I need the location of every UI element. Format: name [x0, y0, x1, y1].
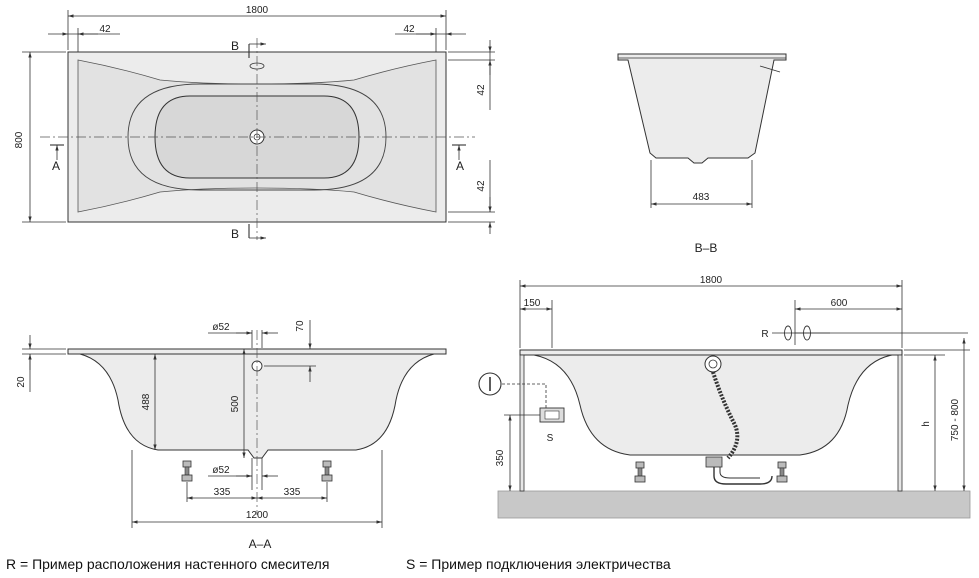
panel-right: [897, 354, 903, 492]
section-bb-title: B–B: [695, 241, 718, 255]
label-h: h: [921, 421, 932, 427]
section-marker-bottom: B: [231, 227, 239, 241]
dim-socket-offset: 150: [524, 298, 541, 309]
bb-profile: [617, 53, 787, 164]
dim-depth: 800: [14, 131, 25, 148]
dim-height-range: 750 - 800: [950, 398, 961, 441]
section-bb: 483 B–B: [617, 53, 787, 255]
side-overflow: [704, 355, 722, 373]
panel-left: [519, 354, 525, 492]
dim-aa-total-depth: 500: [230, 395, 241, 412]
dim-aa-foot-left: 335: [214, 487, 231, 498]
side-view: 1800 150 600 R S 350 h 750 - 800: [478, 275, 971, 519]
dim-aa-drain-dia-top: ø52: [212, 322, 230, 333]
dim-aa-drain-height: 70: [295, 320, 306, 332]
dim-right-rim: 42: [403, 24, 415, 35]
aa-foot-right: [321, 460, 333, 482]
waste-pipe: [713, 467, 773, 485]
legend-r: R = Пример расположения настенного смеси…: [6, 556, 330, 572]
side-foot-left: [634, 461, 646, 483]
section-marker-right: A: [456, 159, 464, 173]
dim-left-rim: 42: [99, 24, 111, 35]
top-view: 1800 42 42 800 42 42 B: [14, 5, 495, 241]
section-aa: 20 488 500 ø52 70: [16, 320, 447, 551]
label-s: S: [547, 433, 554, 444]
dim-aa-foot-right: 335: [284, 487, 301, 498]
dim-aa-bottom-length: 1200: [246, 510, 269, 521]
dim-mixer-offset: 600: [831, 298, 848, 309]
dim-bottom-rim: 42: [476, 180, 487, 192]
dim-aa-drain-dia-bottom: ø52: [212, 465, 230, 476]
drain-fitting: [705, 456, 723, 468]
side-foot-right: [776, 461, 788, 483]
overflow-hose: [711, 371, 740, 460]
dim-aa-inner-depth: 488: [141, 393, 152, 410]
dim-width: 1800: [246, 5, 269, 16]
dim-socket-height: 350: [495, 449, 506, 466]
section-marker-left: A: [52, 159, 60, 173]
aa-foot-left: [181, 460, 193, 482]
side-profile: [533, 354, 893, 456]
floor: [497, 490, 971, 519]
side-rim: [519, 349, 903, 356]
section-marker-top: B: [231, 39, 239, 53]
dim-bb-bottom: 483: [693, 192, 710, 203]
dim-aa-rim: 20: [16, 376, 27, 388]
dim-side-length: 1800: [700, 275, 723, 286]
label-r: R: [761, 329, 768, 340]
dim-top-rim: 42: [476, 84, 487, 96]
section-aa-title: A–A: [249, 537, 272, 551]
legend-s: S = Пример подключения электричества: [406, 556, 671, 572]
